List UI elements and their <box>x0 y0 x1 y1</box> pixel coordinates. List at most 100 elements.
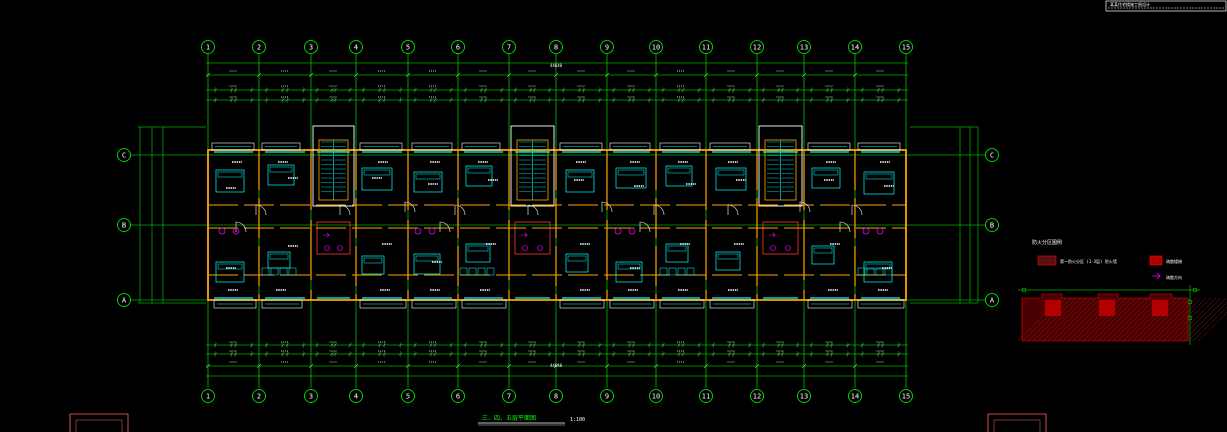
furniture <box>465 165 493 187</box>
adjacent-sheet-fragments <box>69 413 1047 432</box>
door-swing <box>255 204 267 216</box>
furniture <box>615 167 647 189</box>
axis-bubble-5 <box>401 389 415 403</box>
furniture-pillow <box>363 169 391 176</box>
sanitary-fixture-icon <box>428 227 436 235</box>
door-swing <box>601 201 613 213</box>
furniture <box>267 251 291 269</box>
hatch-line <box>1027 297 1072 342</box>
balcony-bottom <box>261 299 303 309</box>
axis-label-1: 1 <box>206 393 210 401</box>
door-swing <box>235 221 247 233</box>
axis-bubble-14 <box>848 389 862 403</box>
axis-bubble-5 <box>401 40 415 54</box>
axis-label-11: 11 <box>702 44 710 52</box>
furniture-pillow <box>415 255 439 262</box>
axis-bubble-4 <box>349 40 363 54</box>
hatch-line <box>1177 297 1222 342</box>
legend-item-fire-wall: 第一防火分区 (1-3层) 防火墙 <box>1060 258 1117 264</box>
furniture-pillow <box>617 263 641 270</box>
hatch-line <box>1132 297 1177 342</box>
hatch-line <box>1082 297 1127 342</box>
drawing-scale: 1:100 <box>570 417 585 423</box>
overall-dimension-bottom: 44640 <box>550 363 563 368</box>
hatch-line <box>1037 297 1082 342</box>
furniture <box>413 253 441 275</box>
balcony-top <box>411 142 453 151</box>
fixture-icon <box>785 245 791 251</box>
axis-bubble-C <box>985 148 999 162</box>
balcony-top <box>359 142 403 151</box>
axis-bubble-A <box>117 293 131 307</box>
kitchen-counter <box>884 267 893 276</box>
axis-label-13: 13 <box>800 393 808 401</box>
axis-label-9: 9 <box>605 44 609 52</box>
axis-label-7: 7 <box>507 44 511 52</box>
axis-bubble-10 <box>649 389 663 403</box>
axis-bubble-15 <box>899 389 913 403</box>
balcony-bottom <box>559 299 605 309</box>
axis-bubble-3 <box>304 389 318 403</box>
furniture <box>811 167 841 189</box>
kitchen-counter <box>668 267 677 276</box>
stair-tower-3 <box>758 125 803 207</box>
title-block: 某某住宅楼施工图设计 <box>1105 0 1227 12</box>
sanitary-fixture-icon <box>628 227 636 235</box>
hatch-line <box>1032 297 1077 342</box>
axis-label-4: 4 <box>354 44 358 52</box>
legend-item-stair: 疏散楼梯 <box>1166 258 1182 264</box>
axis-bubble-9 <box>600 40 614 54</box>
hatch-line <box>1142 297 1187 342</box>
balcony-top <box>659 142 701 151</box>
furniture-pillow <box>667 167 691 174</box>
kitchen-counter <box>677 267 686 276</box>
axis-bubble-3 <box>304 40 318 54</box>
kitchen-counter <box>459 267 468 276</box>
hatch-line <box>1112 297 1157 342</box>
door-swing <box>454 204 466 216</box>
hatch-line <box>1182 297 1227 342</box>
balcony-top <box>857 142 901 151</box>
hatch-line <box>1167 297 1212 342</box>
entry-lobby-2 <box>514 221 551 255</box>
furniture-pillow <box>415 173 441 180</box>
hatch-line <box>1087 297 1132 342</box>
furniture-pillow <box>717 169 745 176</box>
axis-bubble-13 <box>797 389 811 403</box>
kitchen-counter <box>686 267 695 276</box>
door-swing <box>839 221 851 233</box>
furniture <box>715 251 741 271</box>
axis-label-12: 12 <box>753 393 761 401</box>
axis-bubble-4 <box>349 389 363 403</box>
axis-bubble-11 <box>699 40 713 54</box>
hatch-line <box>1162 297 1207 342</box>
axis-bubble-8 <box>549 389 563 403</box>
axis-label-14: 14 <box>851 44 859 52</box>
drawing-title-text: 三、四、五层平面图 <box>482 415 536 422</box>
furniture <box>413 171 443 193</box>
furniture <box>863 171 895 195</box>
kitchen-counter <box>261 267 270 276</box>
furniture-pillow <box>667 245 687 252</box>
hatch-line <box>1062 297 1107 342</box>
legend-heading: 防火分区图例 <box>1032 239 1062 246</box>
key-plan <box>1017 285 1227 345</box>
axis-label-C: C <box>990 152 994 160</box>
hatch-line <box>1152 297 1197 342</box>
balcony-top <box>211 142 255 151</box>
axis-label-1: 1 <box>206 44 210 52</box>
balcony-bottom <box>857 299 905 309</box>
axis-label-15: 15 <box>902 44 910 52</box>
axis-bubble-9 <box>600 389 614 403</box>
furniture-pillow <box>813 169 839 176</box>
furniture-pillow <box>269 166 293 173</box>
axis-bubble-B <box>985 218 999 232</box>
balcony-bottom <box>659 299 705 309</box>
axis-label-8: 8 <box>554 44 558 52</box>
axis-label-11: 11 <box>702 393 710 401</box>
axis-bubble-B <box>117 218 131 232</box>
furniture-pillow <box>617 169 645 176</box>
fixture-icon <box>770 245 776 251</box>
furniture-pillow <box>217 263 243 270</box>
